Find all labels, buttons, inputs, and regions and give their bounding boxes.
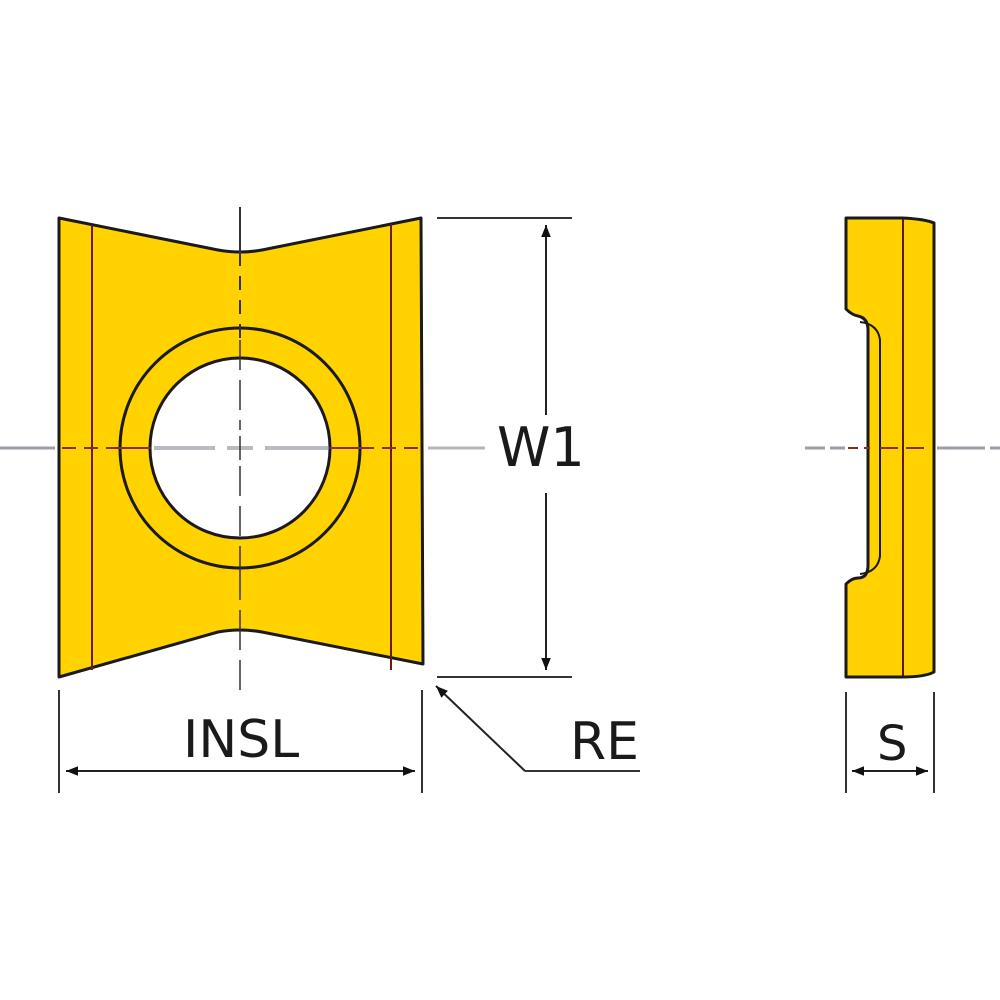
label-re: RE [570, 712, 639, 772]
label-w1: W1 [497, 416, 585, 479]
dimension-insl [58, 690, 423, 793]
label-s: S [877, 716, 908, 772]
dimension-s [845, 692, 935, 793]
insert-front-view [57, 207, 425, 690]
insert-side-view [844, 216, 936, 679]
label-insl: INSL [183, 710, 300, 770]
dimension-re [435, 685, 640, 772]
dimension-w1 [437, 217, 572, 678]
